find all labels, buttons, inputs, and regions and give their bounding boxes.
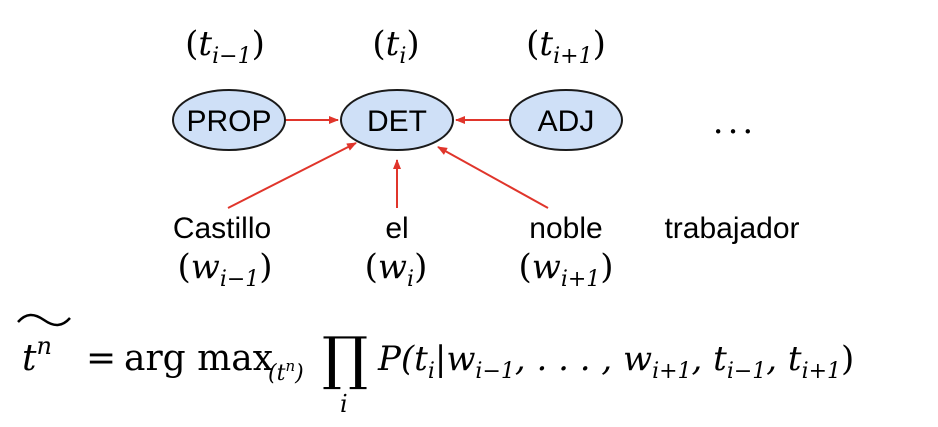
tag-label-next: (ti+1) <box>526 24 606 69</box>
node-prop: PROP <box>172 89 286 151</box>
word-castillo: Castillo <box>173 212 271 245</box>
formula-equals: = <box>86 338 116 379</box>
formula-body: P(ti|wi−1, . . . , wi+1, ti−1, ti+1) <box>377 339 854 384</box>
tilde-accent <box>17 313 71 327</box>
node-adj: ADJ <box>509 89 623 151</box>
arrow-castillo-to-det <box>227 142 357 209</box>
word-label-prev: (wi−1) <box>177 247 272 292</box>
word-el: el <box>385 212 408 245</box>
word-label-current: (wi) <box>365 247 428 292</box>
word-trabajador: trabajador <box>664 212 799 245</box>
tag-label-current: (ti) <box>372 24 419 69</box>
node-det: DET <box>340 89 454 151</box>
formula-product: ∏ <box>322 324 368 392</box>
ellipsis: ... <box>713 102 757 142</box>
node-det-label: DET <box>367 105 427 138</box>
formula: tn = arg max (tn) ∏ i P(ti|wi−1, . . . ,… <box>17 313 854 418</box>
word-noble: noble <box>529 212 602 245</box>
node-adj-label: ADJ <box>538 105 595 138</box>
word-label-next: (wi+1) <box>518 247 613 292</box>
formula-product-sub: i <box>340 390 348 418</box>
arrow-noble-to-det <box>437 146 549 209</box>
node-prop-label: PROP <box>186 105 271 138</box>
formula-argmax: arg max <box>124 338 273 379</box>
formula-argmax-sub: (tn) <box>268 357 304 386</box>
tag-label-prev: (ti−1) <box>185 24 265 69</box>
formula-lhs: tn <box>22 332 52 379</box>
